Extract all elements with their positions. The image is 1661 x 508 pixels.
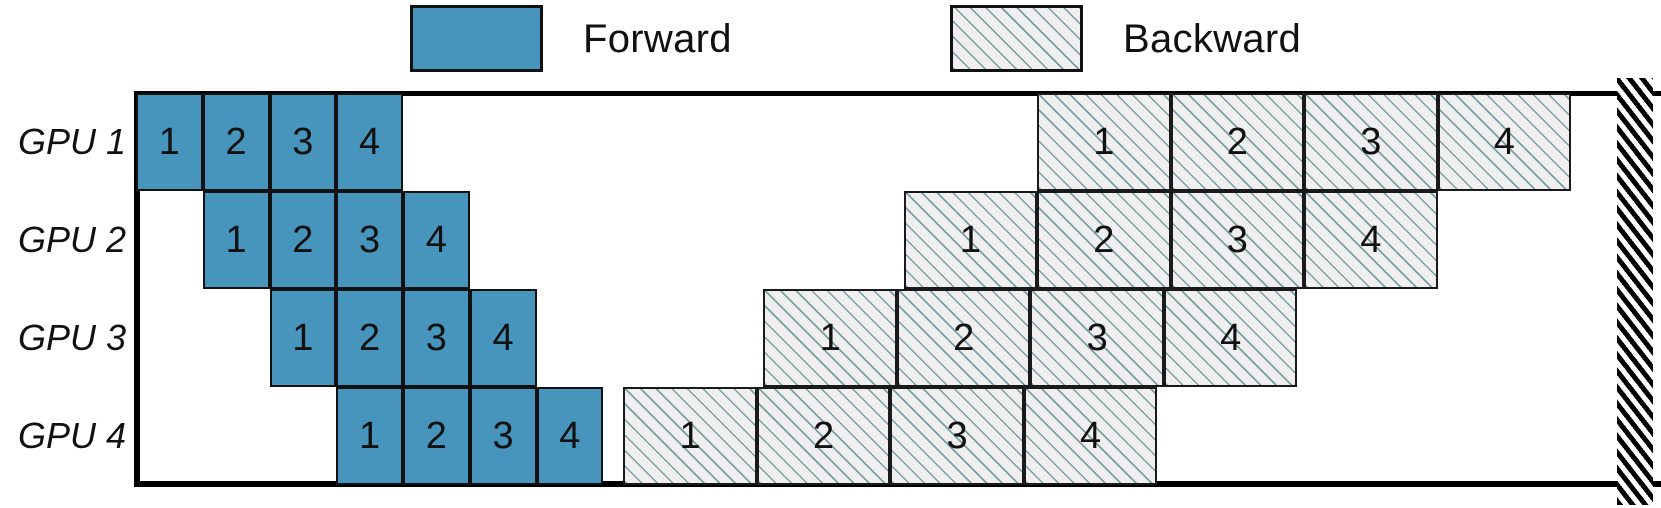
block-label: 3 [1226,219,1248,261]
axis-label-gpu-1: GPU 1 [17,121,126,162]
forward-block-gpu2-mb2: 2 [269,191,337,289]
block-label: 2 [292,219,314,261]
forward-block-gpu4-mb4: 4 [536,387,604,485]
forward-block-gpu2-mb3: 3 [336,191,403,289]
legend-item-backward: Backward [950,5,1301,72]
block-label: 4 [425,219,447,261]
block-label: 4 [492,317,514,359]
backward-block-gpu3-mb4: 4 [1163,289,1298,387]
forward-block-gpu3-mb4: 4 [469,289,537,387]
axis-label-gpu-2: GPU 2 [17,219,126,260]
block-label: 4 [359,121,381,163]
backward-block-gpu1-mb4: 4 [1437,93,1572,191]
backward-block-gpu3-mb1: 1 [763,289,897,387]
block-label: 1 [1093,121,1115,163]
block-label: 3 [946,415,968,457]
block-label: 4 [559,415,581,457]
backward-block-gpu2-mb1: 1 [903,191,1038,289]
block-label: 1 [359,415,381,457]
backward-block-gpu4-mb1: 1 [623,387,757,485]
block-label: 2 [359,317,381,359]
backward-block-gpu2-mb4: 4 [1304,191,1438,289]
backward-block-gpu3-mb3: 3 [1030,289,1164,387]
block-label: 2 [953,317,975,359]
legend-label-backward: Backward [1123,16,1302,61]
backward-block-gpu2-mb2: 2 [1037,191,1171,289]
block-label: 1 [959,219,981,261]
block-label: 3 [1360,121,1382,163]
block-label: 1 [292,317,314,359]
update-barrier-icon [1617,78,1653,505]
block-label: 1 [819,317,841,359]
block-label: 3 [425,317,447,359]
forward-block-gpu4-mb2: 2 [403,387,470,485]
forward-block-gpu3-mb3: 3 [403,289,470,387]
forward-block-gpu1-mb4: 4 [336,93,403,191]
block-label: 3 [492,415,514,457]
block-label: 1 [158,121,180,163]
block-label: 4 [1079,415,1102,457]
forward-block-gpu1-mb3: 3 [269,93,337,191]
block-label: 4 [1220,317,1242,359]
forward-block-gpu3-mb1: 1 [269,289,337,387]
block-label: 2 [1093,219,1115,261]
block-label: 3 [359,219,381,261]
backward-swatch-icon [950,5,1083,72]
block-label: 4 [1360,219,1382,261]
backward-block-gpu1-mb2: 2 [1170,93,1305,191]
block-label: 1 [225,219,247,261]
forward-block-gpu1-mb1: 1 [136,93,203,191]
forward-block-gpu2-mb1: 1 [202,191,270,289]
block-label: 4 [1493,121,1515,163]
axis-label-gpu-4: GPU 4 [17,415,126,456]
backward-block-gpu3-mb2: 2 [896,289,1031,387]
axis-label-gpu-3: GPU 3 [17,317,126,358]
forward-block-gpu4-mb3: 3 [469,387,537,485]
block-label: 3 [292,121,314,163]
legend-item-forward: Forward [410,5,732,72]
forward-swatch-icon [410,5,543,72]
forward-block-gpu3-mb2: 2 [336,289,403,387]
backward-block-gpu1-mb3: 3 [1304,93,1438,191]
backward-block-gpu4-mb3: 3 [890,387,1024,485]
block-label: 1 [679,415,701,457]
backward-block-gpu2-mb3: 3 [1170,191,1305,289]
block-label: 2 [225,121,247,163]
forward-block-gpu4-mb1: 1 [336,387,403,485]
axis-left-line [134,91,140,487]
forward-block-gpu2-mb4: 4 [403,191,470,289]
backward-block-gpu4-mb4: 4 [1023,387,1158,485]
backward-block-gpu1-mb1: 1 [1037,93,1171,191]
block-label: 2 [812,415,835,457]
axis-top-line [134,91,1661,96]
forward-block-gpu1-mb2: 2 [202,93,270,191]
block-label: 2 [1226,121,1248,163]
backward-block-gpu4-mb2: 2 [756,387,891,485]
block-label: 3 [1086,317,1108,359]
block-label: 2 [425,415,447,457]
legend-label-forward: Forward [583,16,732,61]
